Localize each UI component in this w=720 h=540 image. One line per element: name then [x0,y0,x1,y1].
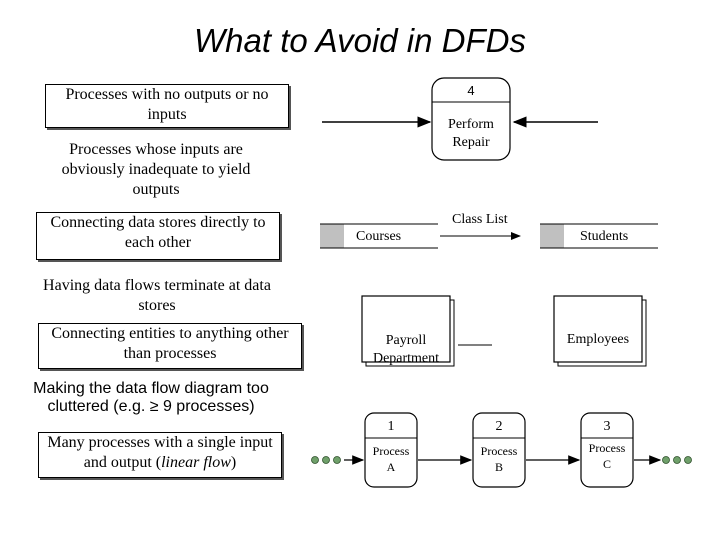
courses-store-id [320,224,344,248]
rule-linear-flow: Many processes with a single input and o… [38,432,282,478]
students-label: Students [580,229,629,244]
students-store-id [540,224,564,248]
rule-linear-suffix: ) [230,454,237,471]
rule-cluttered: Making the data flow diagram too clutter… [30,380,272,416]
employees-entity-front [553,295,643,363]
rule-linear-italic: linear flow [161,454,231,471]
process-b [472,412,526,488]
rule-flows-terminate: Having data flows terminate at data stor… [38,276,276,316]
process-c-id: 3 [603,419,611,434]
rule-inadequate-inputs-text: Processes whose inputs are obviously ina… [61,141,251,198]
courses-label: Courses [356,229,402,244]
rule-inadequate-inputs: Processes whose inputs are obviously ina… [40,140,272,200]
rule-stores-connected: Connecting data stores directly to each … [36,212,280,260]
process-b-id: 2 [495,419,503,434]
class-list-label: Class List [452,212,508,227]
rule-no-outputs: Processes with no outputs or no inputs [45,84,289,128]
process-b-name: Process [480,444,518,458]
process-b-letter: B [494,460,503,474]
perform-repair-label: Perform Repair [448,117,494,150]
payroll-label: Payroll Department [372,333,440,366]
page-title: What to Avoid in DFDs [194,22,526,59]
perform-repair-process [431,77,511,161]
perform-repair-id: 4 [467,83,475,98]
rule-entities-connected-text: Connecting entities to anything other th… [51,325,289,362]
ellipsis-dots-right [662,456,692,464]
ellipsis-dots-left [311,456,341,464]
rule-cluttered-text: Making the data flow diagram too clutter… [33,380,269,415]
process-a [364,412,418,488]
employees-label: Employees [566,332,630,347]
rule-stores-connected-text: Connecting data stores directly to each … [50,214,266,251]
process-c-name: Process [588,441,626,455]
rule-no-outputs-text: Processes with no outputs or no inputs [65,86,269,123]
process-a-name: Process [372,444,410,458]
rule-flows-terminate-text: Having data flows terminate at data stor… [43,277,271,314]
rule-entities-connected: Connecting entities to anything other th… [38,323,302,369]
process-a-letter: A [386,460,396,474]
process-c [580,412,634,488]
payroll-entity-front [361,295,451,363]
process-c-letter: C [602,457,611,471]
process-a-id: 1 [387,419,395,434]
rule-linear-prefix: Many processes with a single input and o… [47,434,273,471]
